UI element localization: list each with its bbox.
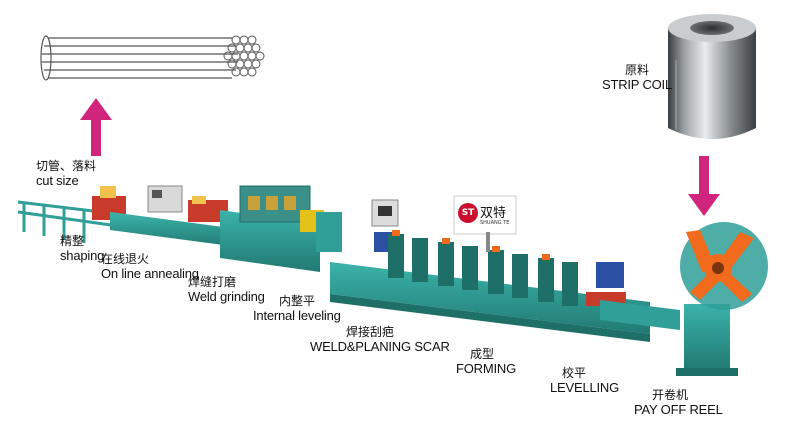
label-internal-leveling-zh: 内整平 — [279, 294, 316, 308]
control-cabinet — [147, 185, 183, 213]
label-strip-coil-zh: 原料 — [625, 63, 650, 77]
label-weld-planing-en: WELD&PLANING SCAR — [310, 338, 450, 354]
label-pay-off-reel-zh: 开卷机 — [652, 388, 689, 402]
label-weld-grinding-en: Weld grinding — [188, 288, 265, 304]
label-annealing: 在线退火 On line annealing — [101, 252, 199, 282]
label-shaping-zh: 精整 — [60, 234, 85, 248]
annealing-unit — [188, 200, 228, 222]
label-forming-zh: 成型 — [470, 347, 495, 361]
label-forming-en: FORMING — [456, 360, 516, 376]
label-cut-size-en: cut size — [36, 172, 79, 188]
brand-name: 双特 — [480, 206, 507, 221]
weld-grinder-base — [220, 210, 320, 272]
label-strip-coil: 原料 STRIP COIL — [602, 63, 673, 93]
drive-motor — [596, 262, 624, 288]
label-cut-size: 切管、落料 cut size — [36, 159, 97, 189]
label-weld-planing-zh: 焊接刮疤 — [346, 325, 395, 339]
logo-mark-icon: ST — [458, 203, 478, 223]
arrow-down-icon — [688, 156, 720, 216]
label-internal-leveling: 内整平 Internal leveling — [253, 294, 341, 324]
production-line-illustration — [17, 185, 768, 376]
label-weld-planing: 焊接刮疤 WELD&PLANING SCAR — [310, 325, 450, 355]
payoff-stand — [684, 304, 730, 370]
label-strip-coil-en: STRIP COIL — [602, 76, 673, 92]
tube-bundle-illustration — [40, 35, 265, 81]
label-shaping: 精整 shaping — [60, 234, 105, 264]
label-levelling-zh: 校平 — [562, 366, 587, 380]
label-weld-grinding: 焊缝打磨 Weld grinding — [188, 275, 265, 305]
label-levelling-en: LEVELLING — [550, 379, 620, 395]
label-internal-leveling-en: Internal leveling — [253, 307, 341, 323]
label-pay-off-reel-en: PAY OFF REEL — [634, 401, 723, 417]
brand-logo: ST 双特 SHUANG TE — [456, 199, 514, 231]
label-forming: 成型 FORMING — [456, 347, 516, 377]
label-annealing-en: On line annealing — [101, 265, 199, 281]
label-shaping-en: shaping — [60, 247, 105, 263]
forming-bed — [330, 262, 650, 334]
strip-coil-illustration — [668, 14, 756, 139]
label-weld-grinding-zh: 焊缝打磨 — [188, 275, 237, 289]
label-pay-off-reel: 开卷机 PAY OFF REEL — [634, 388, 723, 418]
label-cut-size-zh: 切管、落料 — [36, 159, 97, 173]
arrow-up-icon — [80, 98, 112, 156]
brand-sub: SHUANG TE — [480, 220, 510, 226]
label-annealing-zh: 在线退火 — [101, 252, 150, 266]
payoff-reel-spokes — [686, 230, 754, 302]
label-levelling: 校平 LEVELLING — [550, 366, 620, 396]
forming-stands — [388, 234, 578, 306]
